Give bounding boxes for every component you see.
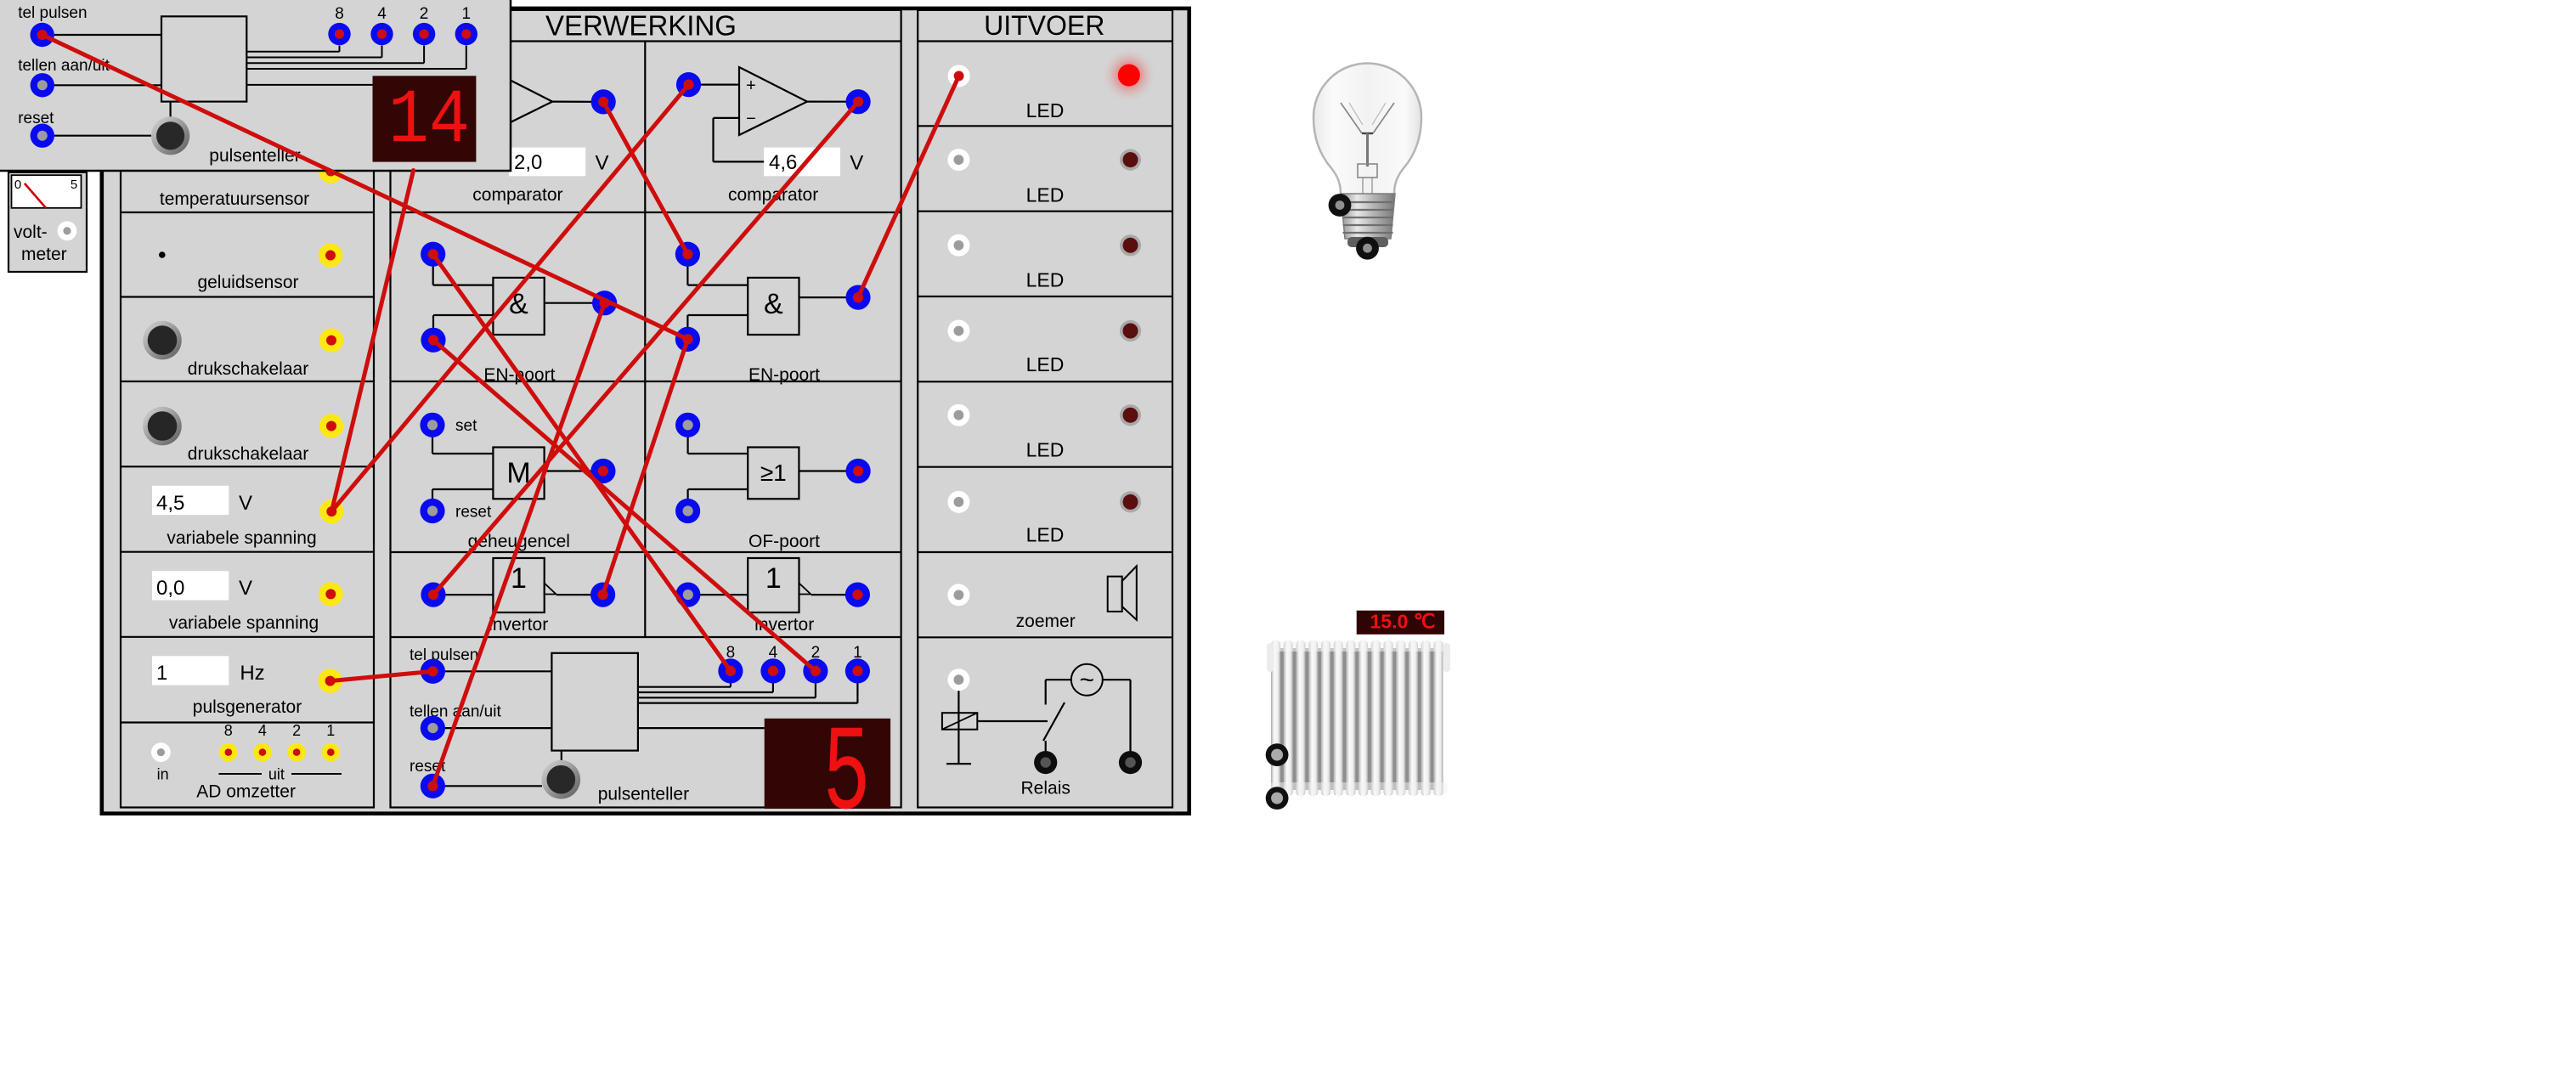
svg-text:0: 0 <box>14 178 21 192</box>
svg-text:5: 5 <box>71 178 77 192</box>
svg-text:AD omzetter: AD omzetter <box>196 782 296 802</box>
svg-text:zoemer: zoemer <box>1016 612 1076 631</box>
svg-text:variabele spanning: variabele spanning <box>169 613 319 633</box>
svg-text:8: 8 <box>224 722 233 739</box>
svg-text:2: 2 <box>292 722 301 739</box>
svg-text:set: set <box>455 417 477 435</box>
svg-text:&: & <box>764 288 783 320</box>
svg-text:2: 2 <box>420 5 429 23</box>
svg-text:0,0: 0,0 <box>156 577 184 600</box>
svg-text:V: V <box>239 577 252 600</box>
svg-text:temperatuursensor: temperatuursensor <box>160 189 309 209</box>
svg-text:1: 1 <box>462 5 472 23</box>
svg-text:V: V <box>595 152 608 175</box>
svg-text:4: 4 <box>377 5 387 23</box>
svg-text:8: 8 <box>726 644 736 662</box>
svg-text:8: 8 <box>335 5 344 23</box>
svg-text:1: 1 <box>156 662 167 685</box>
svg-text:comparator: comparator <box>728 185 818 205</box>
svg-text:LED: LED <box>1026 269 1065 291</box>
svg-text:tel pulsen: tel pulsen <box>410 646 478 664</box>
svg-text:≥1: ≥1 <box>760 460 787 486</box>
svg-text:2,0: 2,0 <box>514 151 542 174</box>
svg-text:geluidsensor: geluidsensor <box>197 273 298 292</box>
svg-text:−: − <box>746 110 756 128</box>
svg-text:LED: LED <box>1026 353 1065 375</box>
svg-text:Hz: Hz <box>240 662 264 685</box>
svg-text:reset: reset <box>18 110 54 127</box>
svg-text:4,6: 4,6 <box>769 151 797 174</box>
svg-text:5: 5 <box>823 708 871 845</box>
svg-text:pulsenteller: pulsenteller <box>209 146 300 166</box>
svg-text:Relais: Relais <box>1021 779 1071 798</box>
svg-text:1: 1 <box>326 722 335 739</box>
svg-text:15.0 ℃: 15.0 ℃ <box>1370 611 1436 633</box>
svg-text:variabele spanning: variabele spanning <box>167 528 316 548</box>
svg-text:volt-: volt- <box>14 223 48 242</box>
svg-text:LED: LED <box>1026 99 1065 121</box>
svg-text:LED: LED <box>1026 524 1065 546</box>
svg-text:reset: reset <box>455 504 492 522</box>
svg-text:14: 14 <box>388 77 470 165</box>
svg-text:1: 1 <box>853 644 862 662</box>
svg-text:V: V <box>850 152 863 175</box>
svg-text:OF-poort: OF-poort <box>749 532 820 551</box>
svg-text:2: 2 <box>811 644 821 662</box>
svg-text:4: 4 <box>769 644 778 662</box>
svg-text:1: 1 <box>511 562 527 595</box>
svg-text:LED: LED <box>1026 439 1065 461</box>
svg-text:4: 4 <box>258 722 267 739</box>
svg-text:tel pulsen: tel pulsen <box>18 4 87 22</box>
svg-text:pulsgenerator: pulsgenerator <box>193 697 302 717</box>
svg-text:in: in <box>157 766 169 783</box>
svg-text:VERWERKING: VERWERKING <box>545 10 737 42</box>
svg-text:1: 1 <box>765 562 782 595</box>
svg-text:UITVOER: UITVOER <box>984 10 1104 41</box>
svg-text:tellen aan/uit: tellen aan/uit <box>18 57 110 75</box>
svg-text:uit: uit <box>268 766 285 783</box>
svg-text:invertor: invertor <box>489 615 548 635</box>
svg-text:+: + <box>746 76 756 95</box>
svg-text:~: ~ <box>1080 666 1095 694</box>
svg-text:LED: LED <box>1026 184 1065 206</box>
svg-text:drukschakelaar: drukschakelaar <box>188 444 308 464</box>
svg-text:V: V <box>239 492 252 515</box>
svg-text:4,5: 4,5 <box>156 492 184 515</box>
svg-text:meter: meter <box>21 245 67 264</box>
svg-text:comparator: comparator <box>472 185 562 205</box>
svg-text:pulsenteller: pulsenteller <box>598 785 689 804</box>
svg-text:drukschakelaar: drukschakelaar <box>188 359 308 379</box>
svg-text:EN-poort: EN-poort <box>749 365 820 385</box>
